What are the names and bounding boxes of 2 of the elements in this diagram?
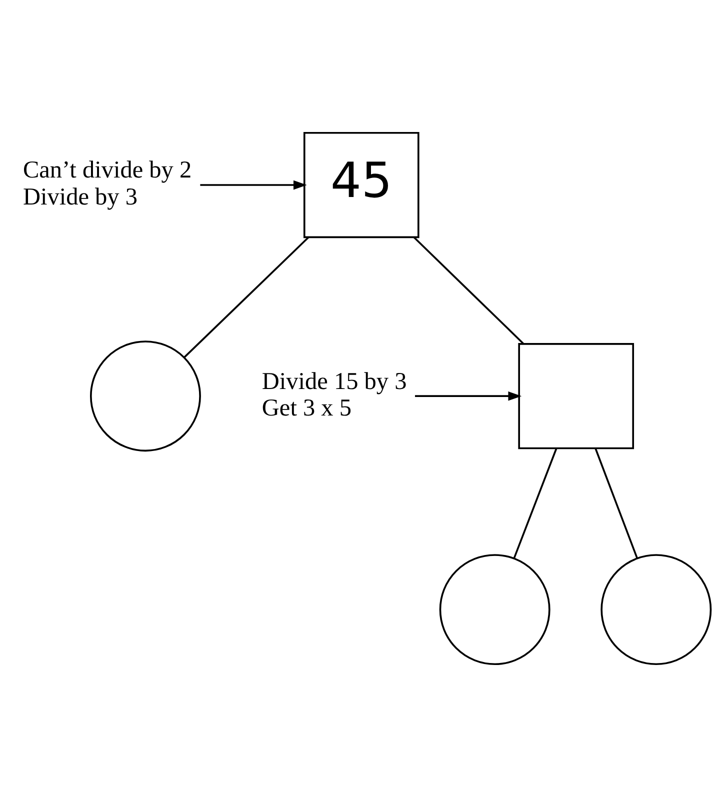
node-text: Divide 15 by 3 Get 3 x 5 <box>262 367 407 421</box>
node-text: Can’t divide by 2 Divide by 3 <box>22 156 192 210</box>
